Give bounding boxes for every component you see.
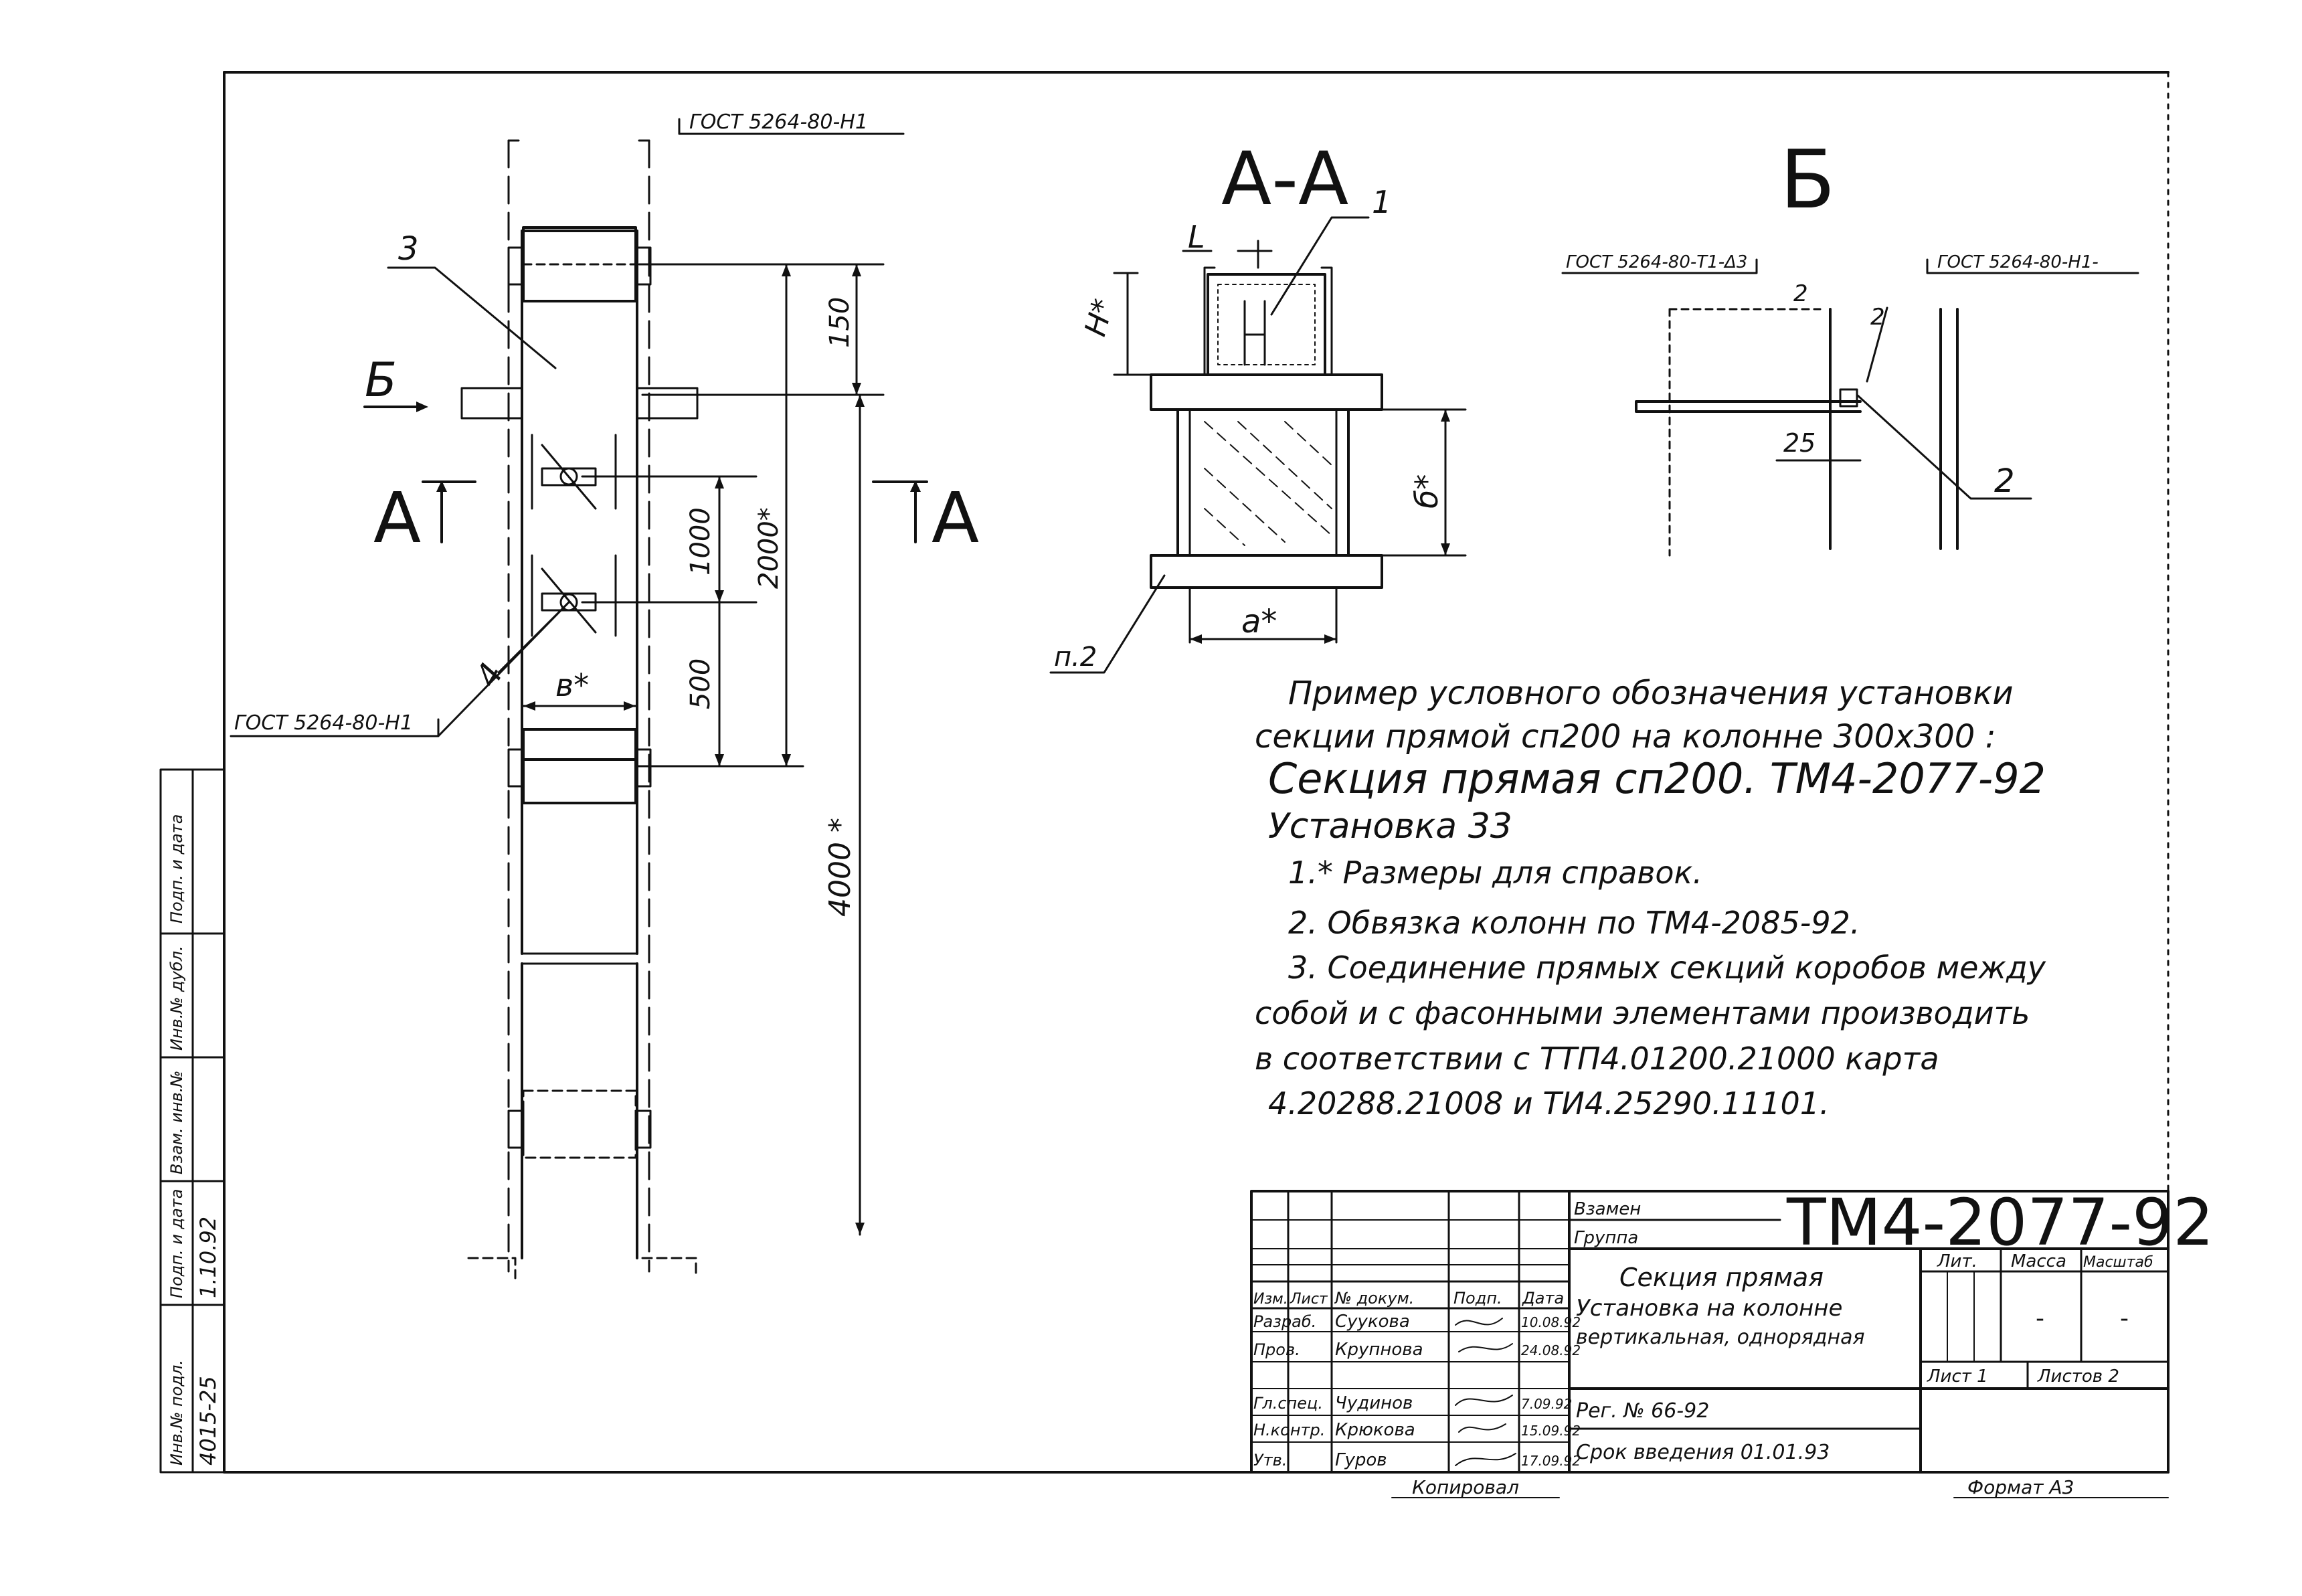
tb-h-list: Лист	[1290, 1291, 1328, 1308]
tb-r1-date: 10.08.92	[1521, 1314, 1581, 1330]
section-mark-right: А	[932, 477, 979, 559]
view-b-arrow-label: Б	[365, 353, 397, 408]
note-example-line1: Пример условного обозначения установки	[1288, 675, 2014, 712]
view-b: Б ГОСТ 5264-80-Т1-Δ3 ГОСТ 5264-80-Н1- 2 …	[1561, 134, 2139, 557]
dim-a: а*	[1241, 603, 1277, 640]
callout-2a: 2	[1793, 280, 1808, 307]
strip-value-date: 1.10.92	[195, 1217, 221, 1298]
gost-weld-top: ГОСТ 5264-80-Н1	[689, 110, 868, 134]
dim-6: б*	[1409, 474, 1445, 509]
tb-r4-name: Крюкова	[1335, 1420, 1415, 1440]
tb-h-lit: Лит.	[1937, 1251, 1977, 1271]
gost-weld-b2: ГОСТ 5264-80-Н1-	[1937, 252, 2099, 272]
dim-h: Н*	[1078, 295, 1121, 339]
note-example-line2: секции прямой сп200 на колонне 300х300 :	[1255, 718, 1996, 756]
strip-label-inv-podl: Инв.№ подл.	[167, 1360, 186, 1466]
strip-label-podp-data-1: Подп. и дата	[167, 814, 186, 924]
title-block: Изм. Лист № докум. Подп. Дата Разраб. Су…	[1250, 1185, 2214, 1474]
note-3a: 3. Соединение прямых секций коробов межд…	[1288, 950, 2046, 986]
tb-r3-date: 7.09.92	[1521, 1396, 1572, 1412]
left-side-strip: Подп. и дата Инв.№ дубл. Взам. инв.№ Под…	[159, 768, 226, 1474]
dim-2000: 2000*	[754, 507, 784, 589]
tb-r2-role: Пров.	[1253, 1340, 1300, 1359]
dim-l: L	[1188, 219, 1205, 255]
gost-weld-b1: ГОСТ 5264-80-Т1-Δ3	[1566, 252, 1747, 272]
tb-title-2: Установка на колонне	[1576, 1295, 1842, 1322]
caption-kopiroval: Копировал	[1412, 1476, 1519, 1498]
tb-h-masshtab: Масштаб	[2083, 1254, 2153, 1271]
dim-b: в*	[555, 667, 589, 703]
elevation-view: Б А А ГОСТ 5264-80-Н1 ГОСТ 5264-80-Н1 3 …	[230, 110, 979, 1279]
gost-weld-left: ГОСТ 5264-80-Н1	[234, 711, 413, 735]
note-designation: Секция прямая сп200. ТМ4-2077-92	[1268, 754, 2046, 803]
note-2: 2. Обвязка колонн по ТМ4-2085-92.	[1288, 905, 1860, 941]
note-installation: Установка 33	[1268, 806, 1512, 847]
view-b-title: Б	[1780, 134, 1835, 227]
section-mark-left: А	[373, 477, 421, 559]
callout-2c: 2	[1994, 462, 2015, 500]
tb-reg-number: Рег. № 66-92	[1576, 1399, 1709, 1423]
tb-h-izm: Изм.	[1253, 1291, 1288, 1308]
notes: Пример условного обозначения установки с…	[1255, 675, 2046, 1122]
callout-2b: 2	[1870, 304, 1885, 331]
strip-label-inv-dubl: Инв.№ дубл.	[167, 946, 186, 1051]
dim-4000: 4000 *	[823, 818, 857, 917]
strip-label-vzam-inv: Взам. инв.№	[167, 1071, 186, 1174]
strip-label-podp-data-2: Подп. и дата	[167, 1189, 186, 1299]
tb-h-podp: Подп.	[1453, 1289, 1502, 1308]
dim-25: 25	[1783, 428, 1816, 458]
tb-row-vzamen: Взамен	[1574, 1199, 1641, 1219]
tb-title-1: Секция прямая	[1619, 1263, 1824, 1292]
tb-massa-value: -	[2036, 1305, 2044, 1332]
callout-4: 4	[468, 657, 511, 693]
note-3c: в соответствии с ТТП4.01200.21000 карта	[1255, 1041, 1939, 1077]
bottom-captions: Копировал Формат А3	[1391, 1476, 2169, 1498]
note-3d: 4.20288.21008 и ТИ4.25290.11101.	[1268, 1085, 1830, 1122]
callout-1: 1	[1372, 184, 1391, 220]
dim-500: 500	[685, 658, 716, 709]
section-a-a-view: А-А L 1 Н* б* а* п.2	[1049, 136, 1467, 674]
tb-r3-role: Гл.спец.	[1253, 1394, 1323, 1413]
tb-r4-role: Н.контр.	[1253, 1421, 1325, 1439]
tb-r5-role: Утв.	[1253, 1451, 1287, 1470]
tb-r4-date: 15.09.92	[1521, 1423, 1581, 1439]
tb-list: Лист 1	[1927, 1366, 1988, 1387]
column-hatching	[1204, 421, 1332, 546]
note-1: 1.* Размеры для справок.	[1288, 855, 1702, 891]
tb-r2-name: Крупнова	[1335, 1340, 1423, 1360]
tb-h-ndok: № докум.	[1334, 1289, 1414, 1308]
callout-3: 3	[398, 230, 419, 268]
tb-h-data: Дата	[1522, 1289, 1564, 1308]
tb-r2-date: 24.08.92	[1521, 1342, 1581, 1358]
dim-1000: 1000	[685, 507, 716, 575]
tb-srok: Срок введения 01.01.93	[1576, 1441, 1830, 1464]
strip-value-inv: 4015-25	[195, 1376, 221, 1466]
tb-listov: Листов 2	[2037, 1366, 2119, 1387]
section-a-a-title: А-А	[1221, 136, 1348, 221]
tb-row-gruppa: Группа	[1574, 1228, 1638, 1248]
tb-r5-name: Гуров	[1335, 1450, 1387, 1470]
tb-doc-number: ТМ4-2077-92	[1786, 1185, 2214, 1260]
note-3b: собой и с фасонными элементами производи…	[1255, 995, 2030, 1031]
callout-p2: п.2	[1054, 642, 1097, 673]
tb-r1-role: Разраб.	[1253, 1312, 1316, 1331]
tb-h-massa: Масса	[2011, 1251, 2066, 1271]
tb-r5-date: 17.09.92	[1521, 1453, 1581, 1469]
caption-format: Формат А3	[1967, 1476, 2074, 1498]
dim-150: 150	[824, 297, 855, 348]
tb-title-3: вертикальная, однорядная	[1576, 1326, 1865, 1349]
tb-r1-name: Суукова	[1335, 1312, 1410, 1332]
tb-masshtab-value: -	[2120, 1305, 2129, 1332]
tb-r3-name: Чудинов	[1335, 1393, 1413, 1413]
